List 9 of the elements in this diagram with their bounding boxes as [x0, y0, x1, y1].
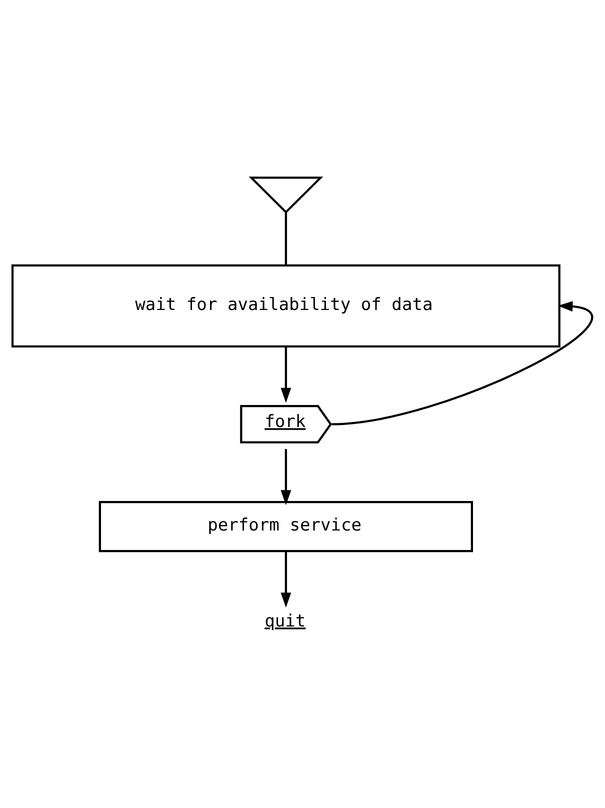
node-box: wait for availability of data	[11, 264, 560, 347]
node-box: perform service	[98, 500, 473, 552]
arrow	[280, 448, 292, 505]
node-text: quit	[264, 611, 306, 632]
arrow	[280, 550, 292, 608]
connector	[284, 212, 287, 265]
arrow	[280, 346, 292, 402]
node-triangle	[248, 176, 324, 214]
arrow	[332, 300, 593, 425]
